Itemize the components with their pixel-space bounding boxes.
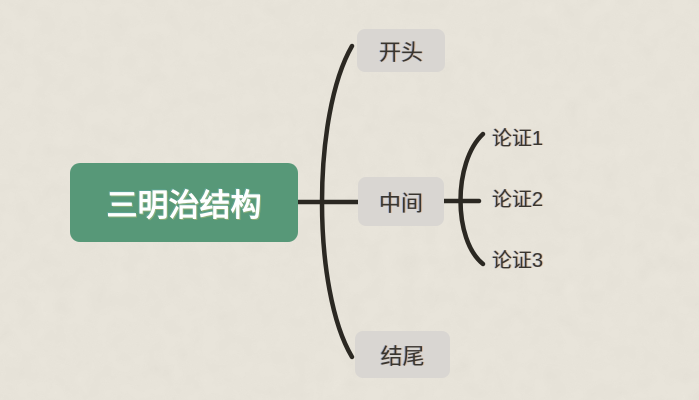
node-beginning[interactable]: 开头 — [357, 29, 445, 72]
node-ending[interactable]: 结尾 — [355, 331, 450, 378]
node-argument-3[interactable]: 论证3 — [492, 249, 543, 273]
node-root[interactable]: 三明治结构 — [70, 163, 298, 242]
node-argument-1-label: 论证1 — [492, 128, 544, 150]
node-argument-3-label: 论证3 — [492, 250, 544, 272]
node-beginning-label: 开头 — [378, 39, 423, 65]
node-root-label: 三明治结构 — [106, 188, 262, 223]
sub-branch-brace-curve — [458, 131, 486, 267]
node-argument-1[interactable]: 论证1 — [492, 127, 543, 151]
node-argument-2-label: 论证2 — [492, 189, 544, 211]
node-argument-2[interactable]: 论证2 — [492, 188, 543, 212]
node-ending-label: 结尾 — [380, 343, 425, 369]
node-middle-label: 中间 — [378, 190, 423, 216]
node-middle[interactable]: 中间 — [358, 177, 444, 226]
main-branch-brace-curve — [319, 43, 355, 360]
